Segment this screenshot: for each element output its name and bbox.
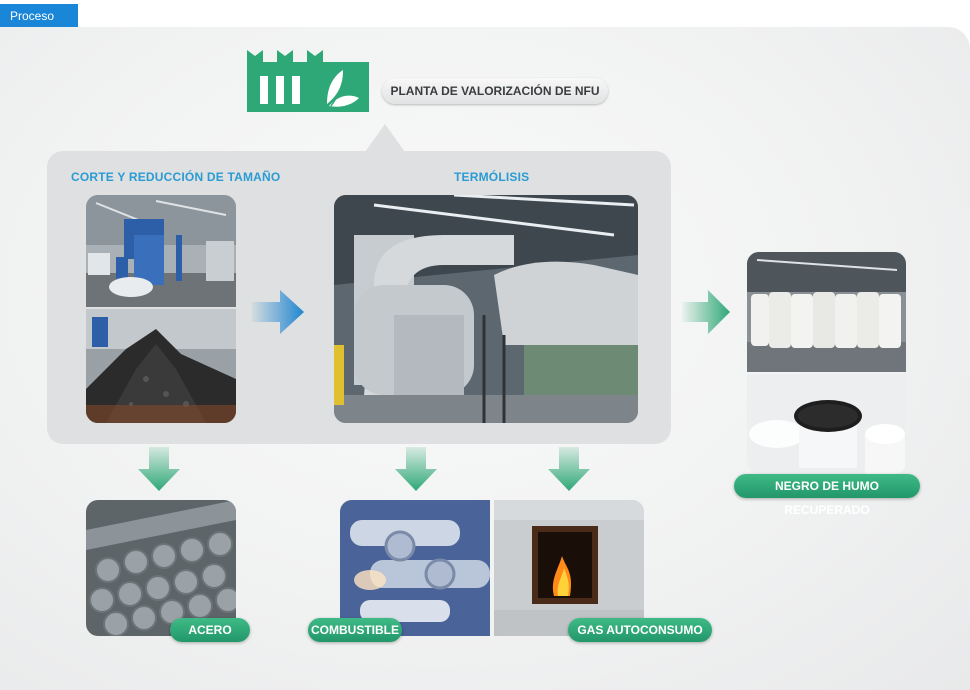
output-gas-label: GAS AUTOCONSUMO [568, 618, 712, 642]
output-carbon-black-label: NEGRO DE HUMO RECUPERADO [734, 474, 920, 517]
thermolysis-plant-photo [334, 195, 638, 423]
steel-rebar-photo [86, 500, 236, 636]
flow-arrow-right-blue [252, 290, 304, 334]
shredder-photo [86, 195, 236, 307]
flow-arrow-down-fuel [395, 447, 437, 491]
flow-arrow-down-gas [548, 447, 590, 491]
flow-arrow-down-steel [138, 447, 180, 491]
box-notch [365, 124, 405, 152]
fuel-pipes-photo [340, 500, 490, 636]
output-steel-label: ACERO [170, 618, 250, 642]
process-tab[interactable]: Proceso [0, 4, 78, 28]
flow-arrow-right-green [682, 290, 730, 334]
stage-title-thermolysis: TERMÓLISIS [454, 170, 530, 184]
factory-leaf-icon [247, 50, 369, 112]
carbon-black-jar-photo [747, 374, 906, 474]
plant-label: PLANTA DE VALORIZACIÓN DE NFU [382, 78, 608, 104]
rubber-granulate-photo [86, 309, 236, 423]
big-bags-photo [747, 252, 906, 372]
gas-furnace-photo [494, 500, 644, 636]
output-fuel-label: COMBUSTIBLE [308, 618, 402, 642]
stage-title-cutting: CORTE Y REDUCCIÓN DE TAMAÑO [71, 170, 281, 184]
